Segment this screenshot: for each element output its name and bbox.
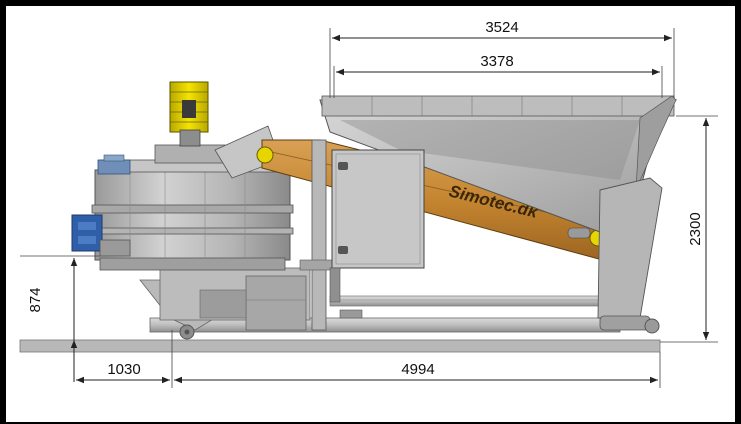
hopper (319, 95, 678, 233)
dim-top-overall: 3524 (485, 19, 518, 36)
drum-top-gearbox (97, 154, 131, 175)
rear-support-leg (597, 177, 663, 334)
dimension-lines: 3524 3378 2300 874 1030 4994 (20, 19, 718, 388)
control-cabinet (331, 149, 425, 269)
dim-base-length: 4994 (401, 361, 434, 378)
blue-gearbox (71, 214, 131, 257)
mixer-drum (91, 144, 294, 271)
dim-top-inner: 3378 (480, 53, 513, 70)
mixer-support-housing (159, 267, 311, 331)
central-column (299, 139, 341, 331)
cabinet-stand (329, 267, 363, 319)
dim-left-offset: 1030 (107, 361, 140, 378)
dim-mixer-height: 874 (27, 287, 44, 312)
ground-plate (19, 339, 661, 353)
yellow-motor (169, 81, 209, 147)
dim-height-total: 2300 (687, 212, 704, 245)
